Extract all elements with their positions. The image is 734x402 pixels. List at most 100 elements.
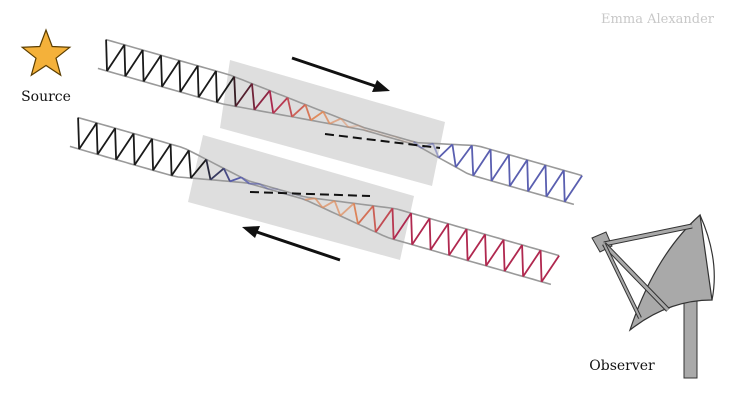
undefined-wave-segment	[190, 158, 207, 179]
undefined-wave-segment	[233, 76, 237, 107]
undefined-wave-segment	[339, 202, 355, 217]
undefined-wave-segment	[286, 97, 293, 118]
undefined-wave-segment	[490, 154, 510, 182]
undefined-wave-segment	[353, 203, 359, 225]
undefined-wave-segment	[465, 228, 469, 261]
credit-text: Emma Alexander	[601, 12, 714, 27]
undefined-wave-segment	[124, 49, 144, 77]
undefined-wave-segment	[291, 103, 307, 118]
arrow-left-icon	[242, 226, 341, 262]
undefined-wave-segment	[115, 133, 135, 161]
undefined-wave-segment	[132, 133, 136, 166]
undefined-boundary-lower	[69, 145, 552, 286]
undefined-wave-segment	[544, 165, 548, 197]
undefined-wave-segment	[95, 122, 99, 155]
undefined-wave-segment	[141, 49, 145, 82]
bottom-beam-dashed-core	[249, 191, 371, 197]
undefined-wave-segment	[151, 138, 154, 171]
arrow-right-icon	[291, 56, 390, 92]
undefined-wave-segment	[77, 117, 80, 150]
undefined-wave-segment	[448, 228, 468, 256]
undefined-wave-segment	[215, 70, 218, 103]
undefined-wave-segment	[106, 44, 126, 72]
undefined-wave-segment	[428, 218, 432, 250]
undefined-wave-segment	[178, 60, 182, 93]
lens-box-bottom	[188, 135, 414, 260]
undefined-wave-segment	[152, 143, 172, 171]
undefined-wave-segment	[447, 223, 450, 256]
undefined-wave-segment	[310, 110, 324, 121]
undefined-wave-segment	[209, 167, 225, 181]
undefined-wave-segment	[268, 90, 275, 114]
undefined-wave-segment	[329, 117, 342, 125]
undefined-wave-segment	[187, 150, 192, 179]
undefined-boundary-lower	[97, 67, 575, 206]
undefined-wave-segment	[502, 239, 506, 272]
undefined-wave-segment	[160, 55, 163, 87]
undefined-wave-segment	[489, 149, 493, 181]
undefined-wave-segment	[562, 170, 566, 202]
undefined-wave-segment	[503, 244, 523, 272]
undefined-wave-segment	[229, 176, 242, 183]
undefined-wave-segment	[358, 124, 368, 132]
source-label: Source	[21, 89, 71, 105]
undefined-wave-segment	[540, 255, 560, 283]
beam-top	[97, 38, 583, 206]
undefined-wave-segment	[304, 197, 316, 201]
undefined-wave-segment	[170, 149, 190, 177]
undefined-wave-segment	[222, 168, 231, 182]
undefined-wave-segment	[197, 70, 217, 98]
undefined-wave-segment	[196, 65, 200, 98]
undefined-wave-segment	[340, 118, 350, 128]
undefined-wave-segment	[333, 200, 342, 217]
undefined-wave-segment	[455, 144, 473, 168]
undefined-wave-segment	[123, 44, 127, 77]
undefined-wave-segment	[142, 54, 162, 82]
undefined-wave-segment	[114, 128, 117, 160]
undefined-wave-segment	[314, 197, 324, 209]
top-beam-dashed-core	[324, 133, 441, 149]
undefined-wave-segment	[485, 239, 505, 267]
undefined-wave-segment	[133, 138, 153, 166]
undefined-wave-segment	[539, 250, 543, 282]
undefined-wave-segment	[105, 39, 108, 72]
undefined-wave-segment	[216, 76, 235, 103]
undefined-wave-segment	[472, 148, 492, 177]
undefined-wave-segment	[509, 159, 528, 187]
undefined-wave-segment	[411, 217, 431, 246]
star-icon	[20, 28, 72, 77]
undefined-wave-segment	[161, 60, 181, 88]
undefined-wave-segment	[438, 143, 454, 159]
undefined-wave-segment	[322, 111, 331, 125]
undefined-wave-segment	[374, 207, 394, 233]
undefined-wave-segment	[96, 127, 116, 155]
undefined-wave-segment	[527, 164, 547, 192]
undefined-wave-segment	[466, 233, 486, 262]
undefined-wave-segment	[322, 200, 336, 209]
undefined-wave-segment	[348, 124, 359, 129]
observer-label: Observer	[589, 358, 655, 374]
undefined-wave-segment	[410, 213, 413, 245]
undefined-wave-segment	[253, 90, 271, 111]
undefined-wave-segment	[522, 249, 542, 277]
undefined-wave-segment	[432, 143, 440, 158]
undefined-wave-segment	[392, 212, 412, 240]
undefined-wave-segment	[240, 176, 250, 185]
undefined-wave-segment	[413, 141, 423, 149]
undefined-wave-segment	[169, 144, 173, 176]
undefined-wave-segment	[471, 145, 475, 176]
undefined-wave-segment	[526, 159, 529, 192]
undefined-wave-segment	[545, 169, 565, 198]
undefined-wave-segment	[391, 208, 395, 240]
radio-dish-icon	[591, 213, 715, 379]
undefined-wave-segment	[376, 130, 386, 137]
undefined-wave-segment	[429, 223, 449, 251]
undefined-wave-segment	[508, 154, 511, 187]
undefined-wave-segment	[205, 159, 212, 180]
undefined-wave-segment	[357, 205, 374, 225]
undefined-wave-segment	[251, 83, 256, 110]
undefined-wave-segment	[258, 183, 269, 190]
undefined-wave-segment	[451, 144, 457, 168]
